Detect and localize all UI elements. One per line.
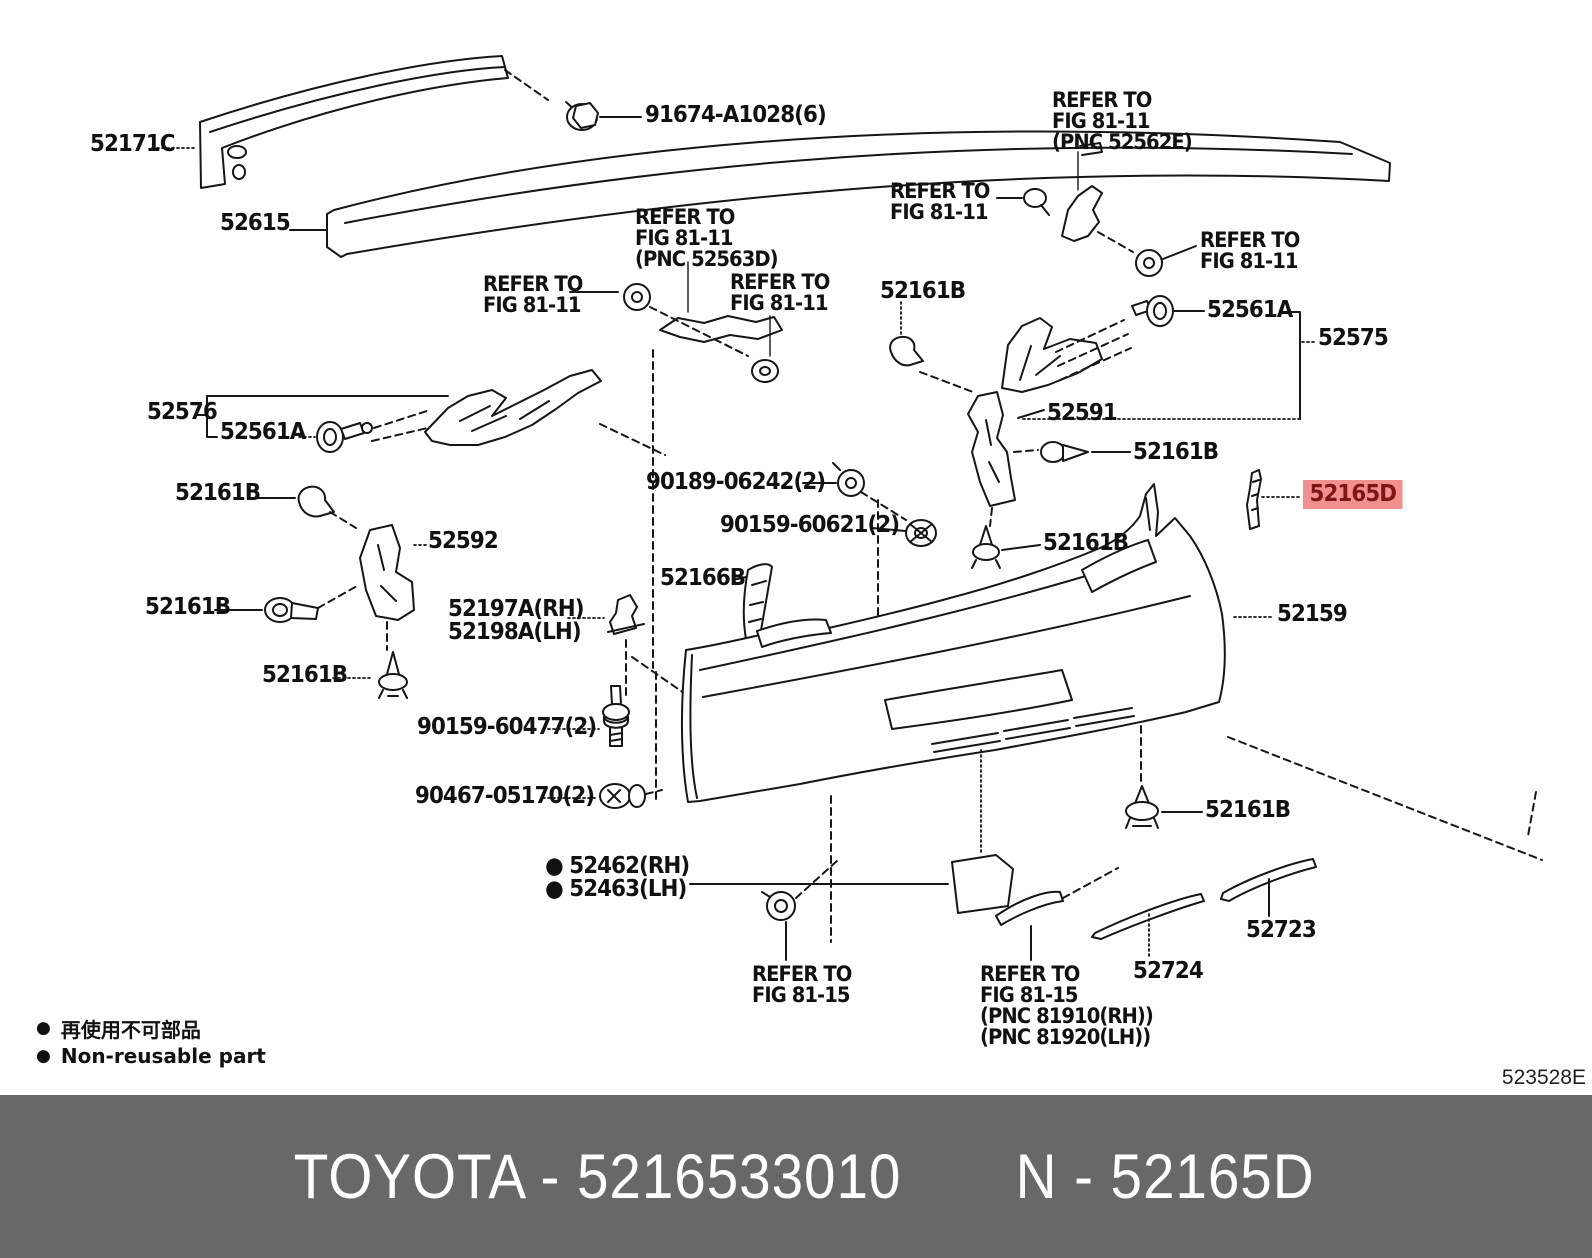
part-label-52615[interactable]: 52615 xyxy=(220,210,291,236)
part-label-52161b[interactable]: 52161B xyxy=(1205,797,1291,823)
part-label-52197a-rh[interactable]: 52197A(RH)52198A(LH) xyxy=(448,596,585,645)
part-label-90467-05170-2[interactable]: 90467-05170(2) xyxy=(415,783,595,809)
part-52165d-retainer xyxy=(1246,469,1302,530)
part-52575-support xyxy=(1001,295,1317,420)
part-label-52723[interactable]: 52723 xyxy=(1246,917,1317,943)
part-label-52161b[interactable]: 52161B xyxy=(262,662,348,688)
part-label-52161b[interactable]: 52161B xyxy=(175,480,261,506)
part-90159-60621-grommet xyxy=(871,519,937,547)
part-52171c-reinforcement xyxy=(151,55,549,189)
part-label-52166b[interactable]: 52166B xyxy=(660,565,746,591)
part-label-90159-60477-2[interactable]: 90159-60477(2) xyxy=(417,714,597,740)
part-52161b-clip-7 xyxy=(1125,725,1203,829)
part-label-90189-06242-2[interactable]: 90189-06242(2) xyxy=(646,469,826,495)
non-reusable-bullet-icon: ● xyxy=(36,1018,51,1038)
part-label-52561a[interactable]: 52561A xyxy=(1207,297,1293,323)
legend-row-jp: ● 再使用不可部品 xyxy=(36,1014,266,1042)
part-label-52165d[interactable]: 52165D xyxy=(1303,480,1403,509)
parts-diagram-artwork xyxy=(151,55,1543,961)
part-label-52462-rh[interactable]: ● 52462(RH)● 52463(LH) xyxy=(545,853,690,902)
part-90159-60477-screw xyxy=(542,685,630,747)
figure-code: 523528E xyxy=(1501,1066,1586,1089)
part-91674-screw xyxy=(565,101,642,131)
footer-bar: TOYOTA - 5216533010 N - 52165D xyxy=(0,1095,1592,1258)
part-52161b-clip-1 xyxy=(889,301,974,393)
part-52563d-bracket-cluster xyxy=(569,261,783,669)
part-81910-molding xyxy=(995,867,1119,961)
part-52462-pad xyxy=(689,749,1014,914)
part-90189-06242-screw xyxy=(802,462,907,633)
part-52592-bracket xyxy=(214,485,429,699)
part-label-52592[interactable]: 52592 xyxy=(428,528,499,554)
part-52615-absorber xyxy=(289,130,1391,258)
part-label-91674-a1028-6[interactable]: 91674-A1028(6) xyxy=(645,102,827,128)
part-label-52561a[interactable]: 52561A xyxy=(220,419,306,445)
footer-part-number: TOYOTA - 5216533010 xyxy=(294,1141,902,1212)
part-52562e-bracket-cluster xyxy=(996,151,1197,277)
part-label-52159[interactable]: 52159 xyxy=(1277,601,1348,627)
part-90467-05170-clip xyxy=(542,671,663,809)
legend-text-jp: 再使用不可部品 xyxy=(60,1017,201,1042)
part-label-52161b[interactable]: 52161B xyxy=(145,594,231,620)
part-label-52576[interactable]: 52576 xyxy=(147,399,218,425)
part-label-52591[interactable]: 52591 xyxy=(1047,400,1118,426)
part-52723-molding xyxy=(1220,736,1543,917)
legend: ● 再使用不可部品 ● Non-reusable part xyxy=(36,1014,266,1070)
part-label-52161b[interactable]: 52161B xyxy=(1043,530,1129,556)
part-52724-molding xyxy=(1091,893,1205,957)
part-label-52171c[interactable]: 52171C xyxy=(90,131,175,157)
part-52591-bracket xyxy=(967,391,1131,569)
part-label-52724[interactable]: 52724 xyxy=(1133,958,1204,984)
part-lower-grommet xyxy=(761,795,839,961)
legend-text-en: Non-reusable part xyxy=(60,1044,266,1068)
footer-part-code: N - 52165D xyxy=(1016,1141,1316,1212)
part-52576-support xyxy=(195,369,666,456)
legend-row-en: ● Non-reusable part xyxy=(36,1042,266,1070)
part-label-90159-60621-2[interactable]: 90159-60621(2) xyxy=(720,512,900,538)
part-label-52161b[interactable]: 52161B xyxy=(1133,439,1219,465)
part-52159-bumper-cover xyxy=(680,483,1275,803)
non-reusable-bullet-icon: ● xyxy=(36,1046,51,1066)
part-label-52575[interactable]: 52575 xyxy=(1318,325,1389,351)
part-label-52161b[interactable]: 52161B xyxy=(880,278,966,304)
